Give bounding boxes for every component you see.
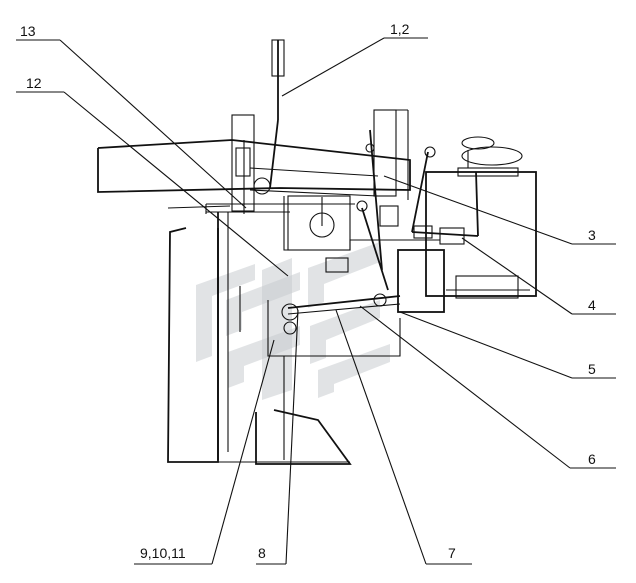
callout-labels: 13 12 1,2 3 4 5 6 7 8 9,10,11 [20,21,596,561]
callout-1-2: 1,2 [390,21,410,37]
leader-9-10-11 [211,339,275,565]
callout-12: 12 [26,75,42,91]
watermark-logo [196,242,390,400]
leader-4 [461,237,573,315]
callout-13: 13 [20,23,36,39]
leader-1-2 [281,37,385,97]
leader-7 [335,309,427,565]
leader-5 [399,311,573,379]
leader-6 [359,305,571,469]
leader-13 [59,39,247,209]
leader-12 [63,91,289,277]
callout-5: 5 [588,361,596,377]
callout-3: 3 [588,227,596,243]
leader-3 [383,175,573,245]
callout-9-10-11: 9,10,11 [140,545,186,561]
leader-8 [285,309,299,565]
callout-8: 8 [258,545,266,561]
callout-7: 7 [448,545,456,561]
leader-lines [16,37,616,565]
callout-4: 4 [588,297,596,313]
callout-6: 6 [588,451,596,467]
linkage-rods [167,39,479,335]
